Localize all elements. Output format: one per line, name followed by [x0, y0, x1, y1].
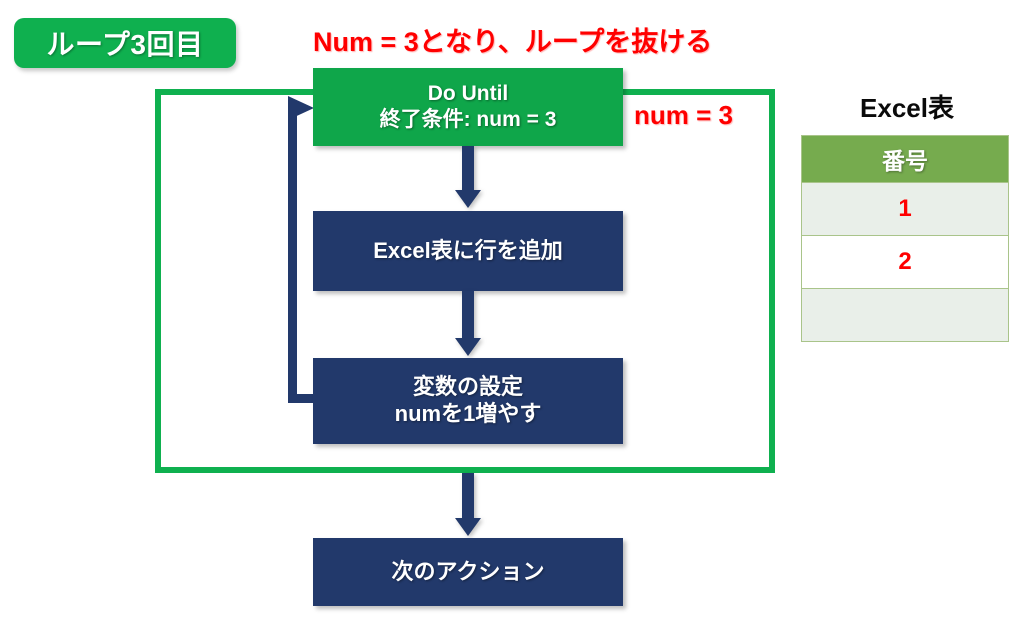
node-do-until-line-1: Do Until: [427, 82, 509, 106]
excel-table: 番号 1 2: [801, 135, 1009, 342]
table-row: 1: [801, 182, 1009, 236]
node-next-action[interactable]: 次のアクション: [313, 538, 623, 606]
excel-cell-number-2: 2: [801, 235, 1009, 289]
table-row: [801, 288, 1009, 342]
node-do-until-line-2: 終了条件: num = 3: [379, 108, 557, 131]
node-add-row[interactable]: Excel表に行を追加: [313, 211, 623, 291]
loopback-vertical-line: [288, 108, 297, 402]
loop-exit-annotation: Num = 3となり、ループを抜ける: [313, 27, 713, 57]
num-value-annotation: num = 3: [634, 100, 733, 130]
node-set-variable-line-1: 変数の設定: [412, 374, 523, 400]
arrow-do-until-to-add-row-icon: [462, 146, 474, 191]
excel-cell-number-1: 1: [801, 182, 1009, 236]
excel-header-row: 番号: [801, 135, 1009, 183]
arrow-add-row-to-set-variable-icon: [462, 291, 474, 339]
loopback-arrowhead-icon: [288, 96, 314, 120]
arrow-loop-exit-to-next-action-icon: [462, 473, 474, 519]
node-next-action-label: 次のアクション: [391, 558, 545, 584]
excel-table-title: Excel表: [860, 93, 954, 123]
loop-iteration-label: ループ3回目: [46, 29, 204, 60]
node-set-variable-line-2: numを1増やす: [394, 401, 542, 426]
table-row: 2: [801, 235, 1009, 289]
loopback-horizontal-line: [288, 394, 321, 403]
loop-iteration-badge: ループ3回目: [14, 18, 236, 68]
excel-column-header-number: 番号: [801, 135, 1009, 183]
node-set-variable[interactable]: 変数の設定 numを1増やす: [313, 358, 623, 444]
node-add-row-label: Excel表に行を追加: [373, 237, 563, 263]
excel-cell-number-3: [801, 288, 1009, 342]
node-do-until[interactable]: Do Until 終了条件: num = 3: [313, 68, 623, 146]
